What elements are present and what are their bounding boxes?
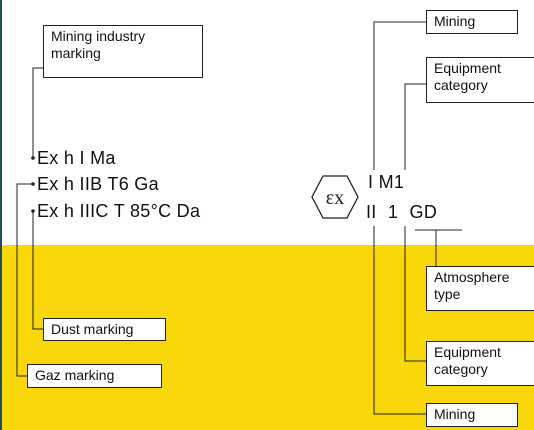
connector-gaz	[16, 183, 33, 377]
atex-line-surface: II 1 GD	[366, 202, 438, 222]
connector-mining-top	[373, 21, 426, 170]
connector-equipment-bottom	[404, 226, 426, 362]
connector-mining-industry	[32, 67, 43, 158]
ex-marking-mining: Ex h I Ma	[37, 148, 116, 168]
callout-mining-industry: Mining industry marking	[43, 25, 203, 78]
ex-marking-gas: Ex h IIB T6 Ga	[37, 174, 159, 194]
callout-equipment-category-top: Equipment category	[426, 57, 534, 103]
connector-equipment-top	[404, 83, 426, 170]
svg-text:εx: εx	[326, 187, 344, 209]
connector-mining-bottom	[373, 226, 426, 415]
ex-hexagon-icon: εx	[311, 175, 359, 219]
callout-atmosphere-type: Atmosphere type	[426, 266, 534, 311]
callout-equipment-category-bottom: Equipment category	[426, 341, 534, 386]
callout-mining-bottom: Mining	[426, 403, 518, 427]
dot-ex-h-iiic	[31, 209, 35, 213]
dot-ex-h-i-ma	[31, 156, 35, 160]
ex-marking-dust: Ex h IIIC T 85°C Da	[37, 201, 201, 221]
left-edge-rule	[0, 0, 2, 430]
callout-dust-marking: Dust marking	[43, 318, 166, 341]
callout-mining-top: Mining	[426, 10, 518, 34]
dot-ex-h-iib	[31, 182, 35, 186]
connector-dust	[32, 211, 43, 330]
callout-gaz-marking: Gaz marking	[27, 364, 162, 388]
atex-line-mining: I M1	[368, 172, 405, 192]
